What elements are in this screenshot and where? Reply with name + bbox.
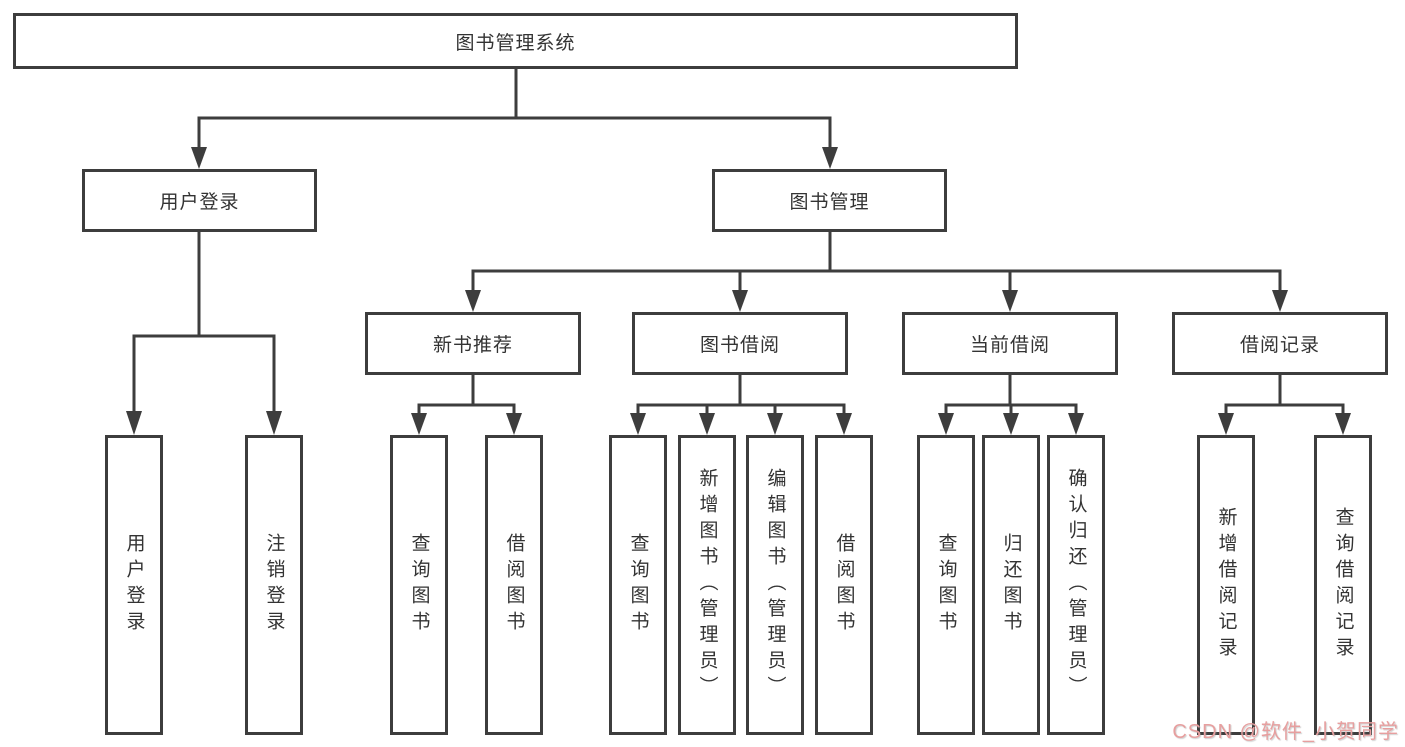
arrow-leaf3 xyxy=(506,413,522,435)
leaf-records-add-record-label: 新增借阅记录 xyxy=(1215,507,1237,663)
arrow-leaf6 xyxy=(767,413,783,435)
node-new-book-recommend: 新书推荐 xyxy=(365,312,581,375)
leaf-borrow-borrow-books: 借阅图书 xyxy=(815,435,873,735)
arrow-leaf4 xyxy=(630,413,646,435)
node-user-login-label: 用户登录 xyxy=(159,192,240,213)
leaf-user-logout: 注销登录 xyxy=(245,435,303,735)
leaf-borrow-query-books-label: 查询图书 xyxy=(627,533,649,637)
leaf-newbook-query-books: 查询图书 xyxy=(390,435,448,735)
leaf-newbook-borrow-books: 借阅图书 xyxy=(485,435,543,735)
node-book-management-label: 图书管理 xyxy=(789,192,870,213)
arrow-login xyxy=(191,147,207,169)
leaf-current-confirm-return-admin-label: 确认归还（管理员） xyxy=(1065,468,1087,702)
leaf-records-query-record: 查询借阅记录 xyxy=(1314,435,1372,735)
leaf-user-login-label: 用户登录 xyxy=(123,533,145,637)
arrow-records xyxy=(1272,290,1288,312)
leaf-newbook-borrow-books-label: 借阅图书 xyxy=(503,533,525,637)
leaf-current-confirm-return-admin: 确认归还（管理员） xyxy=(1047,435,1105,735)
arrow-leaf5 xyxy=(699,413,715,435)
node-root-label: 图书管理系统 xyxy=(455,32,576,54)
node-user-login: 用户登录 xyxy=(82,169,317,232)
leaf-current-query-books-label: 查询图书 xyxy=(935,533,957,637)
leaf-borrow-add-books-admin-label: 新增图书（管理员） xyxy=(696,468,718,702)
leaf-user-login: 用户登录 xyxy=(105,435,163,735)
leaf-borrow-borrow-books-label: 借阅图书 xyxy=(833,533,855,637)
node-current-borrow-label: 当前借阅 xyxy=(969,335,1050,356)
node-root-system: 图书管理系统 xyxy=(13,13,1018,69)
node-borrow-records: 借阅记录 xyxy=(1172,312,1388,375)
leaf-borrow-edit-books-admin: 编辑图书（管理员） xyxy=(746,435,804,735)
leaf-borrow-query-books: 查询图书 xyxy=(609,435,667,735)
csdn-watermark: CSDN @软件_小贺同学 xyxy=(1172,721,1399,743)
arrow-leaf11 xyxy=(1218,413,1234,435)
arrow-leaf12 xyxy=(1335,413,1351,435)
leaf-borrow-add-books-admin: 新增图书（管理员） xyxy=(678,435,736,735)
arrow-bookmgmt xyxy=(822,147,838,169)
node-current-borrow: 当前借阅 xyxy=(902,312,1118,375)
arrow-leaf7 xyxy=(836,413,852,435)
arrow-leaf0 xyxy=(126,411,142,435)
leaf-records-add-record: 新增借阅记录 xyxy=(1197,435,1255,735)
arrow-leaf10 xyxy=(1068,413,1084,435)
arrow-newbook xyxy=(465,290,481,312)
leaf-user-logout-label: 注销登录 xyxy=(263,533,285,637)
node-book-management: 图书管理 xyxy=(712,169,947,232)
arrow-current xyxy=(1002,290,1018,312)
leaf-borrow-edit-books-admin-label: 编辑图书（管理员） xyxy=(764,468,786,702)
leaf-current-return-books: 归还图书 xyxy=(982,435,1040,735)
node-book-borrow: 图书借阅 xyxy=(632,312,848,375)
leaf-current-query-books: 查询图书 xyxy=(917,435,975,735)
node-new-book-recommend-label: 新书推荐 xyxy=(432,335,513,356)
arrow-borrow xyxy=(732,290,748,312)
leaf-current-return-books-label: 归还图书 xyxy=(1000,533,1022,637)
arrow-leaf2 xyxy=(411,413,427,435)
leaf-records-query-record-label: 查询借阅记录 xyxy=(1332,507,1354,663)
leaf-newbook-query-books-label: 查询图书 xyxy=(408,533,430,637)
node-borrow-records-label: 借阅记录 xyxy=(1239,335,1320,356)
arrow-leaf8 xyxy=(938,413,954,435)
arrow-leaf1 xyxy=(266,411,282,435)
arrowheads xyxy=(126,147,1351,435)
node-book-borrow-label: 图书借阅 xyxy=(699,335,780,356)
arrow-leaf9 xyxy=(1003,413,1019,435)
